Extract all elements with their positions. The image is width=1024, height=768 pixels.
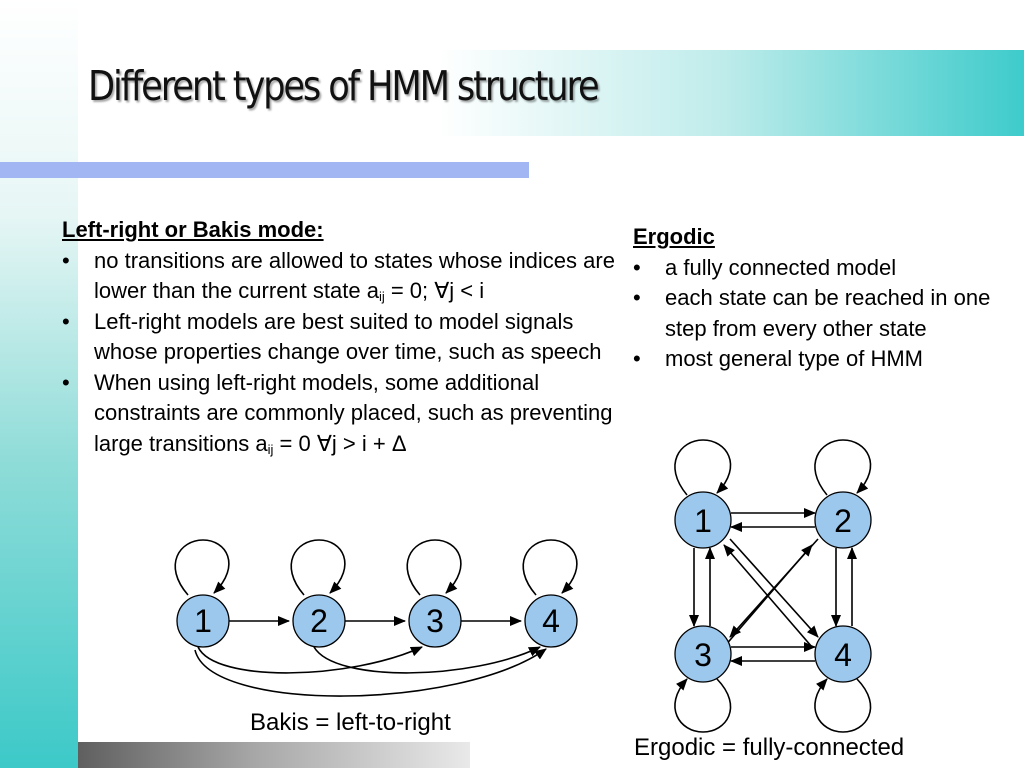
self-loop-3 bbox=[406, 539, 462, 596]
subscript-ij: ij bbox=[378, 289, 385, 304]
bullet-text-post: = 0 ∀j > i + Δ bbox=[273, 430, 407, 456]
bakis-diagram: 1 2 3 4 bbox=[174, 539, 578, 697]
title-band bbox=[78, 50, 1024, 136]
svg-text:3: 3 bbox=[426, 603, 444, 639]
bullet-dot: • bbox=[62, 308, 70, 334]
ergodic-section: Ergodic • a fully connected model • each… bbox=[633, 222, 1024, 375]
bullet-dot: • bbox=[62, 369, 70, 395]
bakis-state-3: 3 bbox=[408, 594, 462, 648]
edge-3-2 bbox=[723, 544, 813, 648]
self-loop-2 bbox=[290, 539, 346, 596]
bakis-caption: Bakis = left-to-right bbox=[250, 709, 451, 736]
bullet-text: most general type of HMM bbox=[665, 346, 923, 371]
ergodic-state-3: 3 bbox=[674, 625, 732, 683]
bullet-item: • a fully connected model bbox=[633, 253, 1024, 284]
svg-text:4: 4 bbox=[834, 637, 852, 673]
self-loop-1 bbox=[174, 539, 230, 596]
slide-title: Different types of HMM structure bbox=[88, 62, 600, 110]
bullet-dot: • bbox=[62, 247, 70, 273]
bullet-item: • each state can be reached in one step … bbox=[633, 283, 1024, 344]
self-loop-4 bbox=[814, 678, 872, 733]
svg-text:3: 3 bbox=[694, 637, 712, 673]
self-loop-2 bbox=[814, 439, 872, 496]
bullet-text: Left-right models are best suited to mod… bbox=[94, 308, 602, 365]
left-right-section: Left-right or Bakis mode: • no transitio… bbox=[62, 215, 627, 459]
edge-1-4 bbox=[194, 648, 547, 697]
bullet-dot: • bbox=[633, 285, 641, 310]
bakis-state-4: 4 bbox=[524, 594, 578, 648]
edge-1-3 bbox=[197, 646, 423, 674]
ergodic-state-1: 1 bbox=[674, 491, 732, 549]
edge-2-4 bbox=[313, 646, 541, 674]
svg-text:1: 1 bbox=[694, 503, 712, 539]
bullet-dot: • bbox=[633, 254, 641, 280]
self-loop-4 bbox=[522, 539, 578, 596]
bakis-state-1: 1 bbox=[176, 594, 230, 648]
bakis-state-2: 2 bbox=[292, 594, 346, 648]
bullet-item: • most general type of HMM bbox=[633, 344, 1024, 375]
bullet-text-post: = 0; ∀j < i bbox=[384, 278, 485, 303]
bullet-item: • Left-right models are best suited to m… bbox=[62, 307, 627, 368]
self-loop-3 bbox=[674, 678, 732, 733]
svg-text:1: 1 bbox=[194, 603, 212, 639]
ergodic-caption: Ergodic = fully-connected bbox=[634, 734, 905, 761]
bullet-item: • no transitions are allowed to states w… bbox=[62, 246, 627, 307]
svg-text:2: 2 bbox=[310, 603, 328, 639]
side-gradient-decoration bbox=[0, 0, 78, 768]
left-right-bullets: • no transitions are allowed to states w… bbox=[62, 246, 627, 460]
bullet-text-pre: When using left-right models, some addit… bbox=[94, 369, 613, 456]
subscript-ij: ij bbox=[267, 441, 274, 457]
svg-text:2: 2 bbox=[834, 503, 852, 539]
svg-text:4: 4 bbox=[542, 603, 560, 639]
ergodic-state-2: 2 bbox=[814, 491, 872, 549]
left-right-heading: Left-right or Bakis mode: bbox=[62, 217, 324, 242]
ergodic-diagram: 1 2 3 4 bbox=[674, 439, 872, 733]
bullet-dot: • bbox=[633, 346, 641, 371]
self-loop-1 bbox=[674, 439, 732, 496]
bullet-text-pre: no transitions are allowed to states who… bbox=[94, 247, 615, 304]
ergodic-heading: Ergodic bbox=[633, 224, 715, 249]
ergodic-bullets: • a fully connected model • each state c… bbox=[633, 253, 1024, 375]
footer-gradient-bar bbox=[78, 742, 470, 768]
title-underline-bar bbox=[0, 162, 529, 178]
bullet-item: • When using left-right models, some add… bbox=[62, 368, 627, 460]
bullet-text: a fully connected model bbox=[665, 254, 897, 280]
ergodic-state-4: 4 bbox=[814, 625, 872, 683]
bullet-text: each state can be reached in one step fr… bbox=[665, 285, 991, 341]
